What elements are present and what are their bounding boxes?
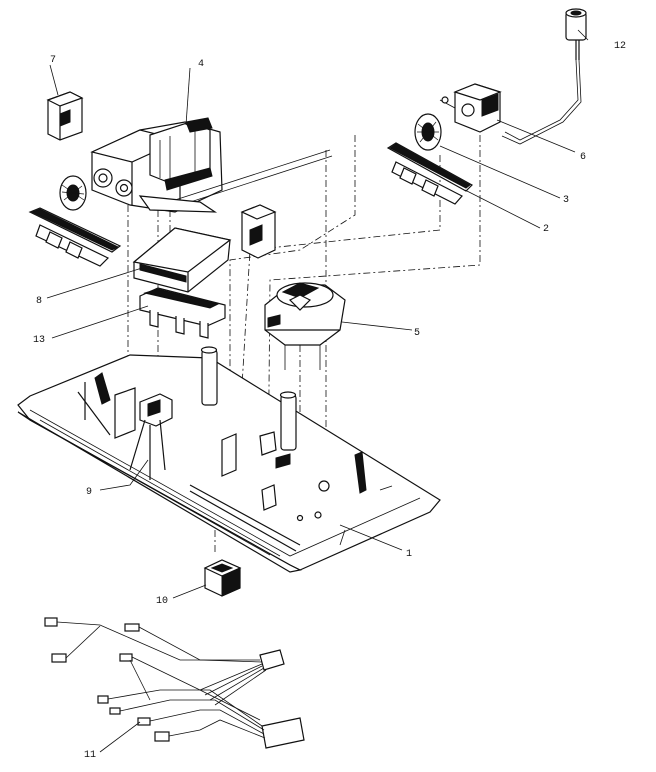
- part-6-thermostat: [439, 83, 502, 133]
- callout-10: 10: [156, 596, 168, 607]
- part-8-control-board: [132, 227, 232, 293]
- left-damper-bracket: [28, 207, 122, 267]
- part-10-switch: [203, 559, 242, 597]
- callout-13: 13: [33, 335, 45, 346]
- callout-3: 3: [563, 195, 569, 206]
- callout-8: 8: [36, 296, 42, 307]
- callout-11: 11: [84, 750, 96, 761]
- part-7-bracket: [46, 91, 84, 141]
- left-fan-blade: [59, 175, 87, 211]
- callout-1: 1: [406, 549, 412, 560]
- part-13-clip: [139, 287, 226, 339]
- part-4-housing: [90, 117, 333, 213]
- leader-lines: [46, 29, 589, 753]
- callout-6: 6: [580, 152, 586, 163]
- callout-9: 9: [86, 487, 92, 498]
- callout-labels: 7 4 12 6 3 2 5 8 13 1 9 10 11: [33, 41, 626, 761]
- part-11-wire-harness: [44, 617, 305, 749]
- callout-5: 5: [414, 328, 420, 339]
- part-3-fan-blade: [414, 113, 442, 151]
- callout-2: 2: [543, 224, 549, 235]
- part-2-damper-bracket: [386, 142, 473, 205]
- part-1-base-chassis: [17, 346, 441, 573]
- part-5-defrost-timer: [264, 282, 346, 370]
- callout-12: 12: [614, 41, 626, 52]
- callout-7: 7: [50, 55, 56, 66]
- callout-4: 4: [198, 59, 204, 70]
- center-clip-bracket: [240, 204, 277, 259]
- part-12-sensor-bulb: [501, 8, 587, 145]
